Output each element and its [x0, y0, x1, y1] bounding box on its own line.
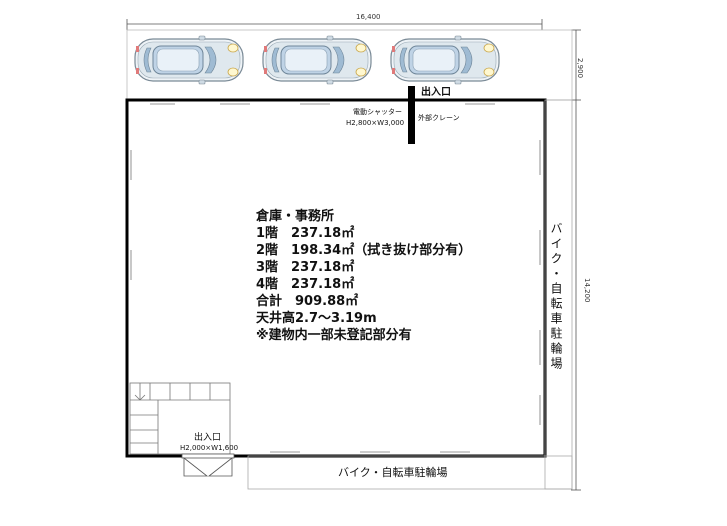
- building-info: 倉庫・事務所 1階 237.18㎡ 2階 198.34㎡（拭き抜け部分有） 3階…: [256, 208, 471, 344]
- crane-label: 外部クレーン: [418, 114, 460, 122]
- shutter-crane-bar: [408, 86, 415, 144]
- info-floor-2: 2階 198.34㎡（拭き抜け部分有）: [256, 243, 472, 258]
- info-total: 合計 909.88㎡: [256, 294, 359, 309]
- info-floor-4: 4階 237.18㎡: [256, 277, 355, 292]
- right-dimension-line: [571, 29, 581, 491]
- wall-windows: [130, 103, 541, 453]
- shutter-size: H2,800×W3,000: [346, 119, 405, 127]
- info-floor-3: 3階 237.18㎡: [256, 260, 355, 275]
- top-entrance-label: 出入口: [421, 87, 451, 98]
- bottom-entrance-door: [181, 453, 235, 477]
- info-title: 倉庫・事務所: [256, 209, 335, 224]
- bike-parking-right: [544, 99, 573, 490]
- dimension-height-total: 14,200: [583, 278, 591, 303]
- car-1: [134, 35, 244, 85]
- info-floor-1: 1階 237.18㎡: [256, 226, 355, 241]
- car-2: [262, 35, 372, 85]
- bike-parking-bottom-label: バイク・自転車駐輪場: [338, 466, 448, 479]
- dimension-parking-depth: 2,900: [576, 58, 584, 79]
- dimension-width-total: 16,400: [356, 13, 381, 21]
- info-ceiling: 天井高2.7～3.19m: [256, 311, 377, 326]
- bottom-entrance-size: H2,000×W1,600: [180, 444, 239, 452]
- top-dimension-line: [126, 19, 543, 30]
- info-note: ※建物内一部未登記部分有: [256, 328, 412, 343]
- bike-parking-right-label: バイク・自転車駐輪場: [549, 222, 563, 372]
- staircase: [129, 382, 231, 455]
- bottom-entrance-label: 出入口: [194, 433, 222, 443]
- shutter-label: 電動シャッター: [353, 108, 402, 116]
- car-3: [390, 35, 500, 85]
